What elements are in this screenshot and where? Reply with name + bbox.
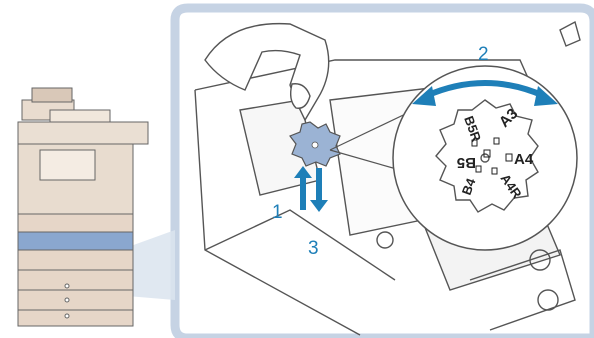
copier-icon (18, 88, 148, 326)
step-1-label: 1 (272, 202, 283, 223)
step-3-label: 3 (308, 238, 319, 259)
step-2-label: 2 (478, 44, 489, 65)
dial-label-b5: B5 (457, 154, 476, 171)
dial-label-a4: A4 (514, 151, 534, 168)
